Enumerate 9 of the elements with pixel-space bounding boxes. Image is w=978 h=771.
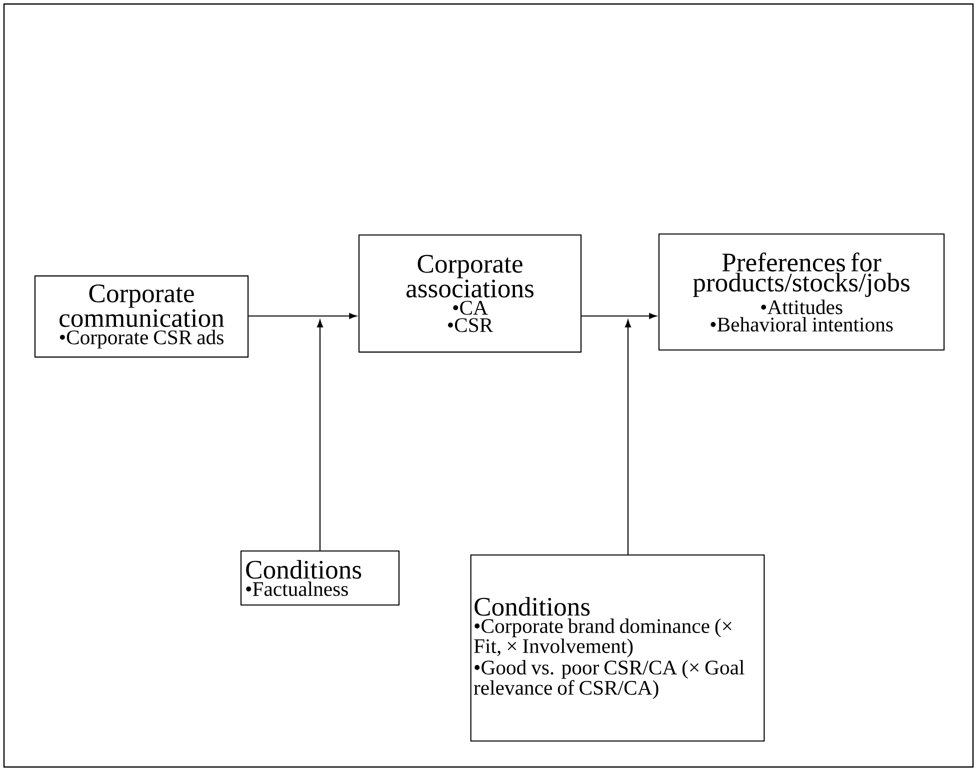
arrow [317, 320, 323, 550]
arrow [248, 313, 357, 319]
process-box: Corporate associations •CA •CSR [358, 234, 582, 353]
process-box: Corporate communication •Corporate CSR ads [34, 275, 249, 358]
arrow [582, 313, 657, 319]
arrow [625, 320, 631, 554]
process-box: Preferences for products/stocks/jobs •Attitudes •Behavioral intentions [658, 233, 945, 351]
condition-box: Conditions •Corporate brand dominance (× Fit, × Involvement) •Good vs. poor CSR/CA (× Goal relevance of CSR/CA) [470, 554, 765, 742]
condition-box: Conditions •Factualness [240, 550, 400, 606]
